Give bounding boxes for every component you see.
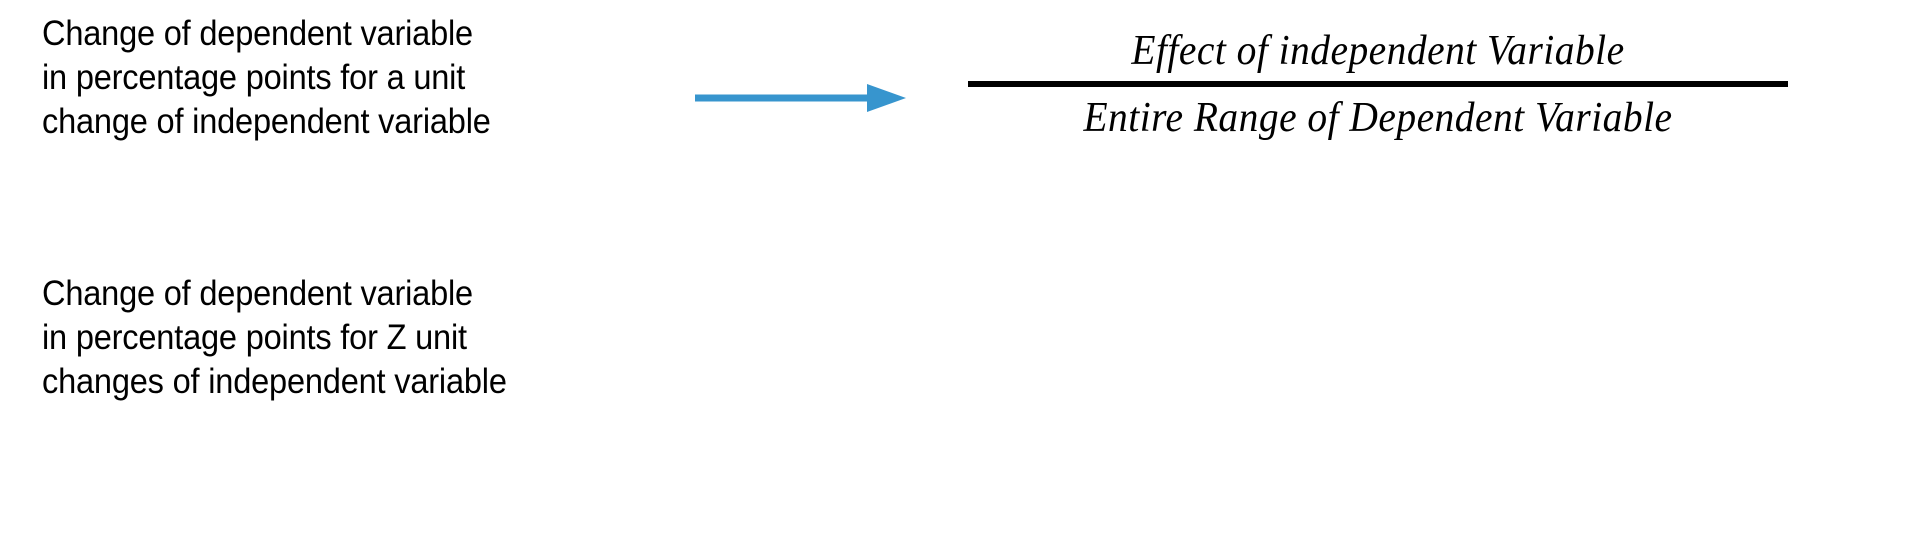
formula-row-z-unit-change: Change of dependent variable in percenta… — [0, 258, 1909, 458]
fraction-denominator: Entire Range of Dependent Variable — [1083, 95, 1673, 141]
description-line: Change of dependent variable — [42, 14, 473, 53]
fraction-bar — [968, 81, 1788, 87]
formula-row-unit-change: Change of dependent variable in percenta… — [0, 0, 1909, 190]
fraction-numerator: Effect of independent Variable — [1131, 28, 1625, 74]
description-line: in percentage points for a unit — [42, 58, 466, 97]
description-line: in percentage points for Z unit — [42, 318, 467, 357]
description-line: Change of dependent variable — [42, 274, 473, 313]
formula-fraction: Effect of independent Variable Entire Ra… — [968, 30, 1788, 139]
arrow-right-icon — [695, 84, 906, 112]
description-block: Change of dependent variable in percenta… — [42, 272, 619, 404]
description-line: changes of independent variable — [42, 362, 507, 401]
description-line: change of independent variable — [42, 102, 491, 141]
description-block: Change of dependent variable in percenta… — [42, 12, 619, 144]
